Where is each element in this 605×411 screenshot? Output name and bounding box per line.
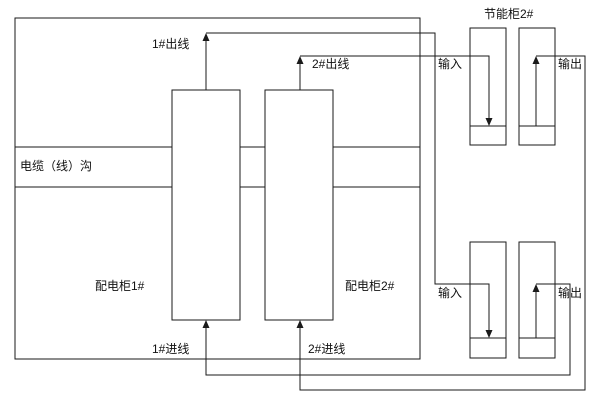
outgoing-line-2-arrow-up-icon xyxy=(296,56,304,64)
energy-cabinet-bottom-right-column xyxy=(518,241,556,359)
energy-cabinet-top-right-column xyxy=(518,27,556,146)
top-cabinet-output-arrow-up-icon xyxy=(532,56,540,64)
distribution-cabinet-1-label: 配电柜1# xyxy=(95,279,145,293)
incoming-line-2-route xyxy=(299,55,586,391)
distribution-cabinet-2-label: 配电柜2# xyxy=(345,279,395,293)
bottom-cabinet-output-arrow-up-icon xyxy=(532,284,540,292)
bottom-cabinet-input-arrow-down-icon xyxy=(485,330,493,338)
top-cabinet-input-arrow-down-icon xyxy=(485,118,493,126)
top-cabinet-input-label: 输入 xyxy=(438,56,462,71)
incoming-line-1-label: 1#进线 xyxy=(152,342,189,356)
energy-cabinet-2-label: 节能柜2# xyxy=(484,7,534,21)
energy-cabinet-bottom-left-column xyxy=(469,241,507,359)
outgoing-line-1-route xyxy=(206,32,490,330)
distribution-cabinet-1-outline xyxy=(171,89,241,321)
outgoing-line-2-route xyxy=(300,55,490,118)
outgoing-line-2-label: 2#出线 xyxy=(312,57,349,71)
bottom-cabinet-output-label: 输出 xyxy=(558,285,582,300)
incoming-line-2-label: 2#进线 xyxy=(308,342,345,356)
distribution-cabinet-2-outline xyxy=(264,89,334,321)
outgoing-line-1-label: 1#出线 xyxy=(152,37,189,51)
incoming-line-2-arrow-up-icon xyxy=(296,320,304,328)
incoming-line-1-arrow-up-icon xyxy=(202,320,210,328)
main-room-outline xyxy=(14,17,421,360)
cable-trench-label: 电缆（线）沟 xyxy=(20,159,92,173)
energy-cabinet-top-left-column xyxy=(469,27,507,146)
outgoing-line-1-arrow-up-icon xyxy=(202,33,210,41)
incoming-line-1-route xyxy=(205,283,571,376)
top-cabinet-output-label: 输出 xyxy=(558,56,582,71)
bottom-cabinet-input-label: 输入 xyxy=(438,285,462,300)
